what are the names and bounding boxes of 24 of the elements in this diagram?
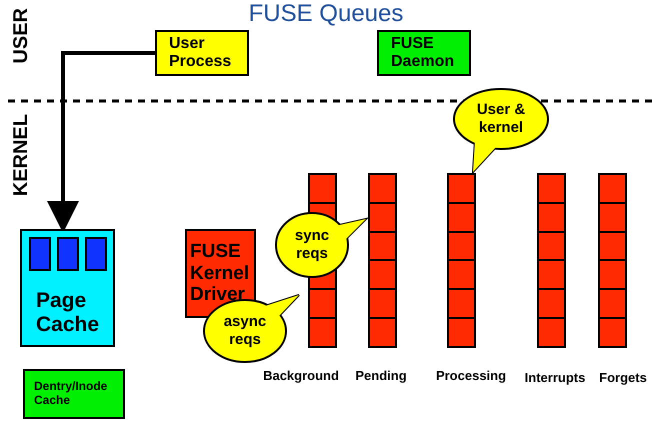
cache-box: [23, 369, 125, 419]
process-box: [377, 30, 471, 76]
queue-label: Interrupts: [524, 370, 586, 385]
process-box: [155, 30, 249, 76]
cache-box: [20, 229, 115, 347]
queue-label: Pending: [355, 368, 407, 383]
queue-column: [447, 173, 476, 348]
queue-column: [368, 173, 397, 348]
title: FUSE Queues: [248, 0, 404, 28]
node-label: Page Cache: [36, 288, 100, 337]
side-label: USER: [10, 8, 33, 64]
queue-column: [537, 173, 566, 348]
queue-label: Background: [263, 368, 339, 383]
queue-label: Processing: [436, 368, 506, 383]
queue-label: Forgets: [599, 370, 647, 385]
node-label: FUSE Daemon: [391, 34, 456, 72]
node-label: User Process: [169, 34, 232, 72]
node-label: FUSE Kernel Driver: [190, 240, 250, 306]
side-label: KERNEL: [10, 114, 33, 196]
node-label: Dentry/Inode Cache: [34, 380, 108, 408]
bubble-text: sync reqs: [294, 226, 330, 264]
bubble-text: User & kernel: [476, 100, 526, 138]
queue-column: [598, 173, 627, 348]
bubble-text: async reqs: [222, 312, 268, 350]
